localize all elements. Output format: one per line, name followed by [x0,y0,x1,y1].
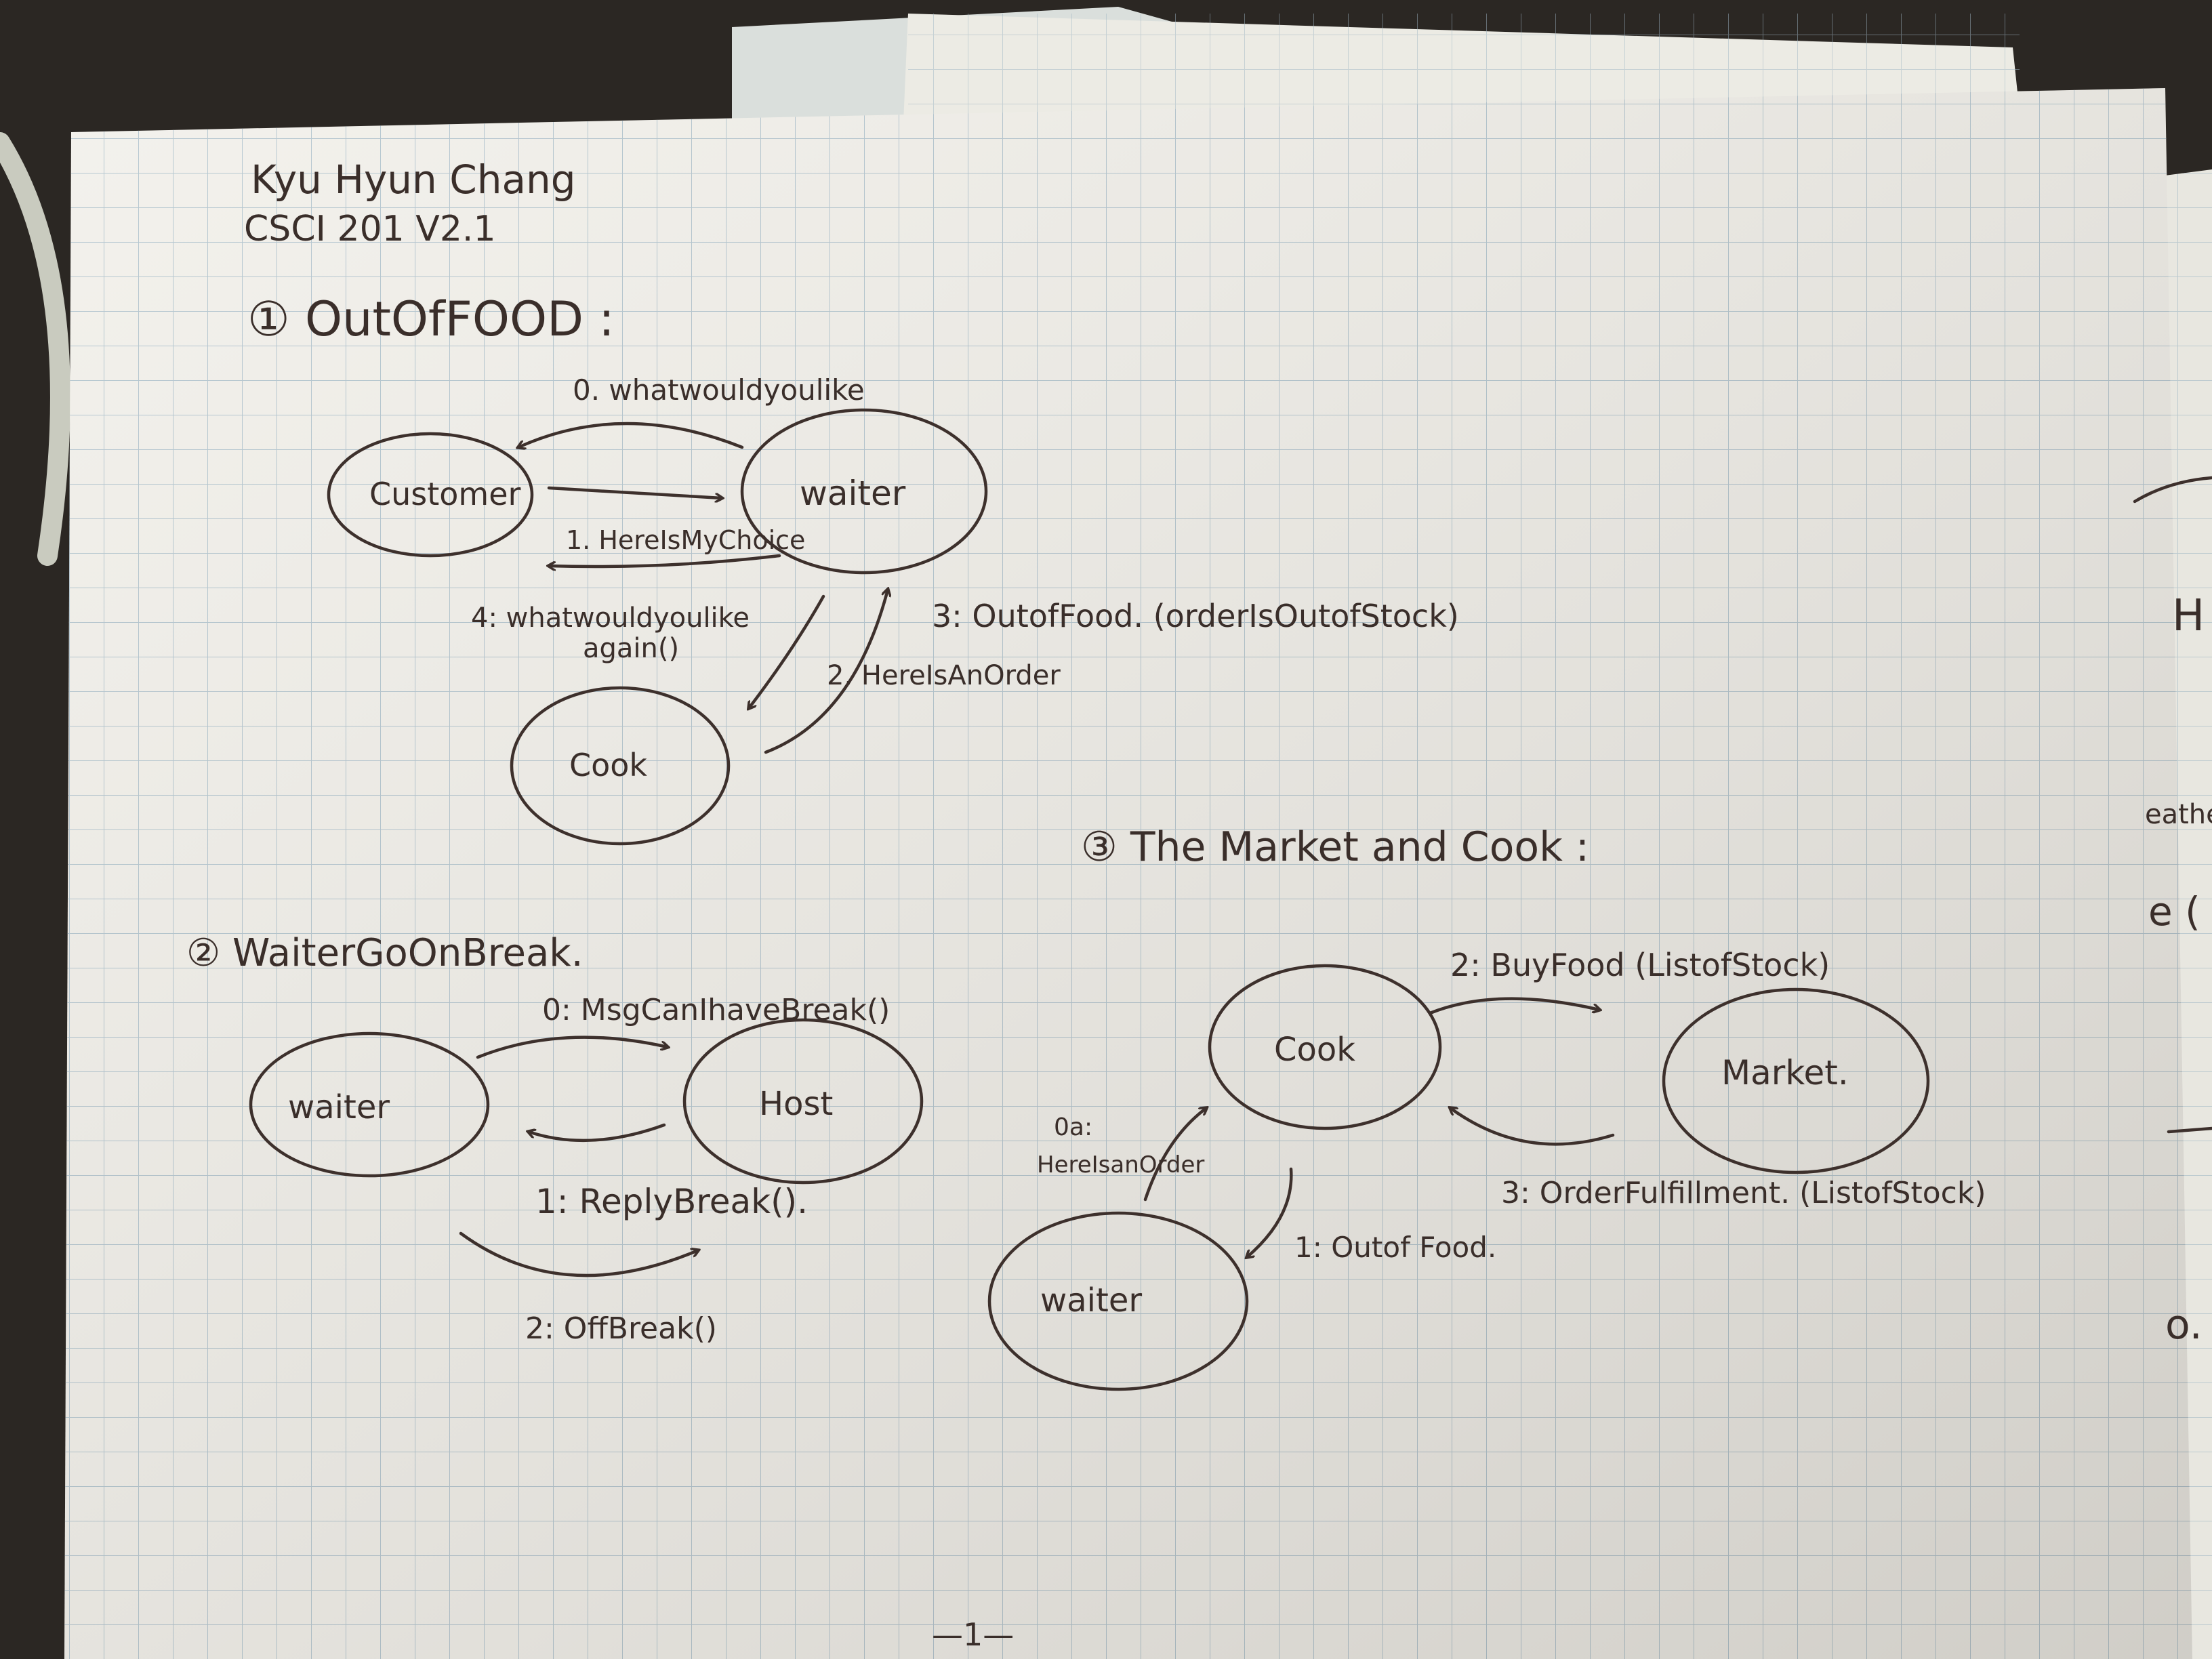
msg2-label: 2. HereIsAnOrder [827,660,1061,691]
arrow-market-msg3 [1450,1108,1615,1146]
arrow-msg3 [764,590,888,754]
waiter2-node-label: waiter [288,1088,390,1126]
market-msg0-label-line1: 0a: [1054,1113,1092,1141]
market-msg0-label-line2: HereIsanOrder [1037,1151,1204,1179]
customer-node [327,432,534,558]
right-fragment-4: o. [2165,1301,2203,1349]
market-msg3-label: 3: OrderFulfillment. (ListofStock) [1501,1176,1986,1210]
waiter3-node [987,1211,1249,1391]
msg0-label: 0. whatwouldyoulike [573,373,865,407]
arrow-msg4 [549,554,781,567]
msg3-label: 3: OutofFood. (orderIsOutofStock) [932,598,1459,634]
cable [0,132,70,566]
arrow-msg1 [547,486,722,498]
diagram-waiter-break: ② WaiterGoOnBreak. waiter Host 0: MsgCan… [186,931,924,1346]
waiter3-node-label: waiter [1040,1282,1142,1319]
market-msg1-label: 1: Outof Food. [1294,1231,1496,1264]
waiter2-node [249,1031,490,1178]
arrow-break-msg1 [529,1123,666,1143]
right-fragment-line [2167,1126,2212,1134]
diagram1-heading: ① OutOfFOOD : [247,291,615,347]
arrow-break-msg2 [459,1231,698,1277]
break-msg1-label: 1: ReplyBreak(). [535,1182,808,1221]
customer-node-label: Customer [369,476,521,512]
msg4-label-line1: 4: whatwouldyoulike [471,602,750,634]
page-number: —1— [932,1616,1014,1653]
diagram-market-cook: ③ The Market and Cook : Cook Market. wai… [987,823,1986,1391]
market-node [1662,987,1930,1174]
diagram2-heading: ② WaiterGoOnBreak. [186,931,583,975]
cook3-node-label: Cook [1274,1031,1355,1069]
cook-node [510,686,731,846]
msg1-label: 1. HereIsMyChoice [566,525,805,555]
arrow-market-msg1 [1247,1167,1293,1257]
arrow-break-msg0 [476,1036,668,1059]
waiter-node-label: waiter [800,474,906,513]
arrow-msg0 [518,422,744,447]
arrow-market-msg0 [1143,1108,1206,1202]
diagram-out-of-food: ① OutOfFOOD : Customer waiter Cook 0. wh… [247,291,1459,846]
break-msg2-label: 2: OffBreak() [525,1311,717,1346]
course-label: CSCI 201 V2.1 [244,209,496,249]
arrow-msg2 [749,594,825,708]
right-fragment-curve [2133,476,2212,504]
cook-node-label: Cook [569,747,647,783]
cook3-node [1208,964,1442,1130]
break-msg0-label: 0: MsgCanIhaveBreak() [542,993,890,1027]
waiter-node [740,408,988,575]
msg4-label-line2: again() [583,633,679,664]
author-name: Kyu Hyun Chang [251,157,576,203]
diagram3-heading: ③ The Market and Cook : [1081,823,1589,871]
market-msg2-label: 2: BuyFood (ListofStock) [1450,947,1830,983]
right-fragment-1: H [2172,591,2205,641]
host-node [682,1018,924,1185]
market-node-label: Market. [1721,1053,1849,1092]
host-node-label: Host [759,1085,833,1123]
arrow-market-msg2 [1428,997,1599,1015]
author-header: Kyu Hyun Chang CSCI 201 V2.1 [244,157,576,249]
right-fragment-3: e ( [2148,888,2200,935]
